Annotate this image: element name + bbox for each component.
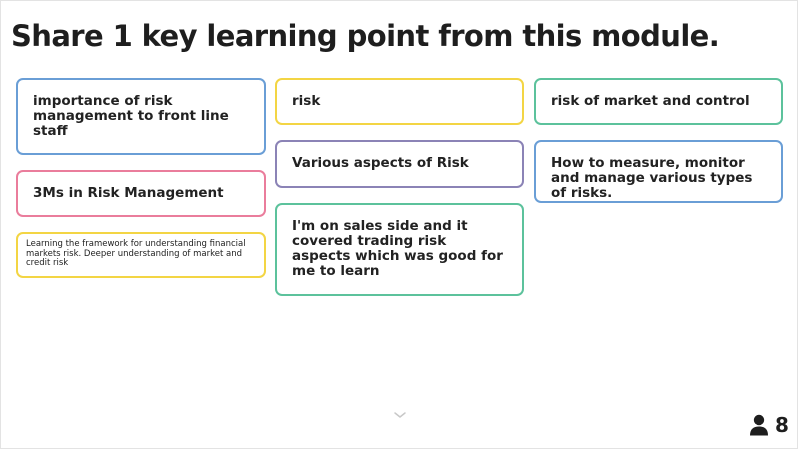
response-text: importance of risk management to front l…	[33, 93, 229, 139]
response-card: risk of market and control	[534, 78, 783, 125]
response-card: Various aspects of Risk	[275, 140, 524, 188]
response-text: 3Ms in Risk Management	[33, 185, 224, 201]
response-card: importance of risk management to front l…	[16, 78, 266, 155]
response-text: Various aspects of Risk	[292, 155, 469, 171]
response-text: How to measure, monitor and manage vario…	[551, 155, 753, 201]
chevron-down-icon[interactable]	[393, 410, 407, 420]
question-title: Share 1 key learning point from this mod…	[11, 19, 720, 53]
response-card: risk	[275, 78, 524, 125]
response-card: Learning the framework for understanding…	[16, 232, 266, 278]
response-text: risk of market and control	[551, 93, 750, 109]
response-card: How to measure, monitor and manage vario…	[534, 140, 783, 203]
response-text: risk	[292, 93, 321, 109]
response-card: 3Ms in Risk Management	[16, 170, 266, 217]
participant-count: 8	[775, 413, 789, 437]
participant-counter: 8	[749, 414, 789, 436]
response-card: I'm on sales side and it covered trading…	[275, 203, 524, 296]
response-text: I'm on sales side and it covered trading…	[292, 218, 503, 279]
person-icon	[750, 414, 768, 436]
response-text: Learning the framework for understanding…	[26, 239, 246, 269]
